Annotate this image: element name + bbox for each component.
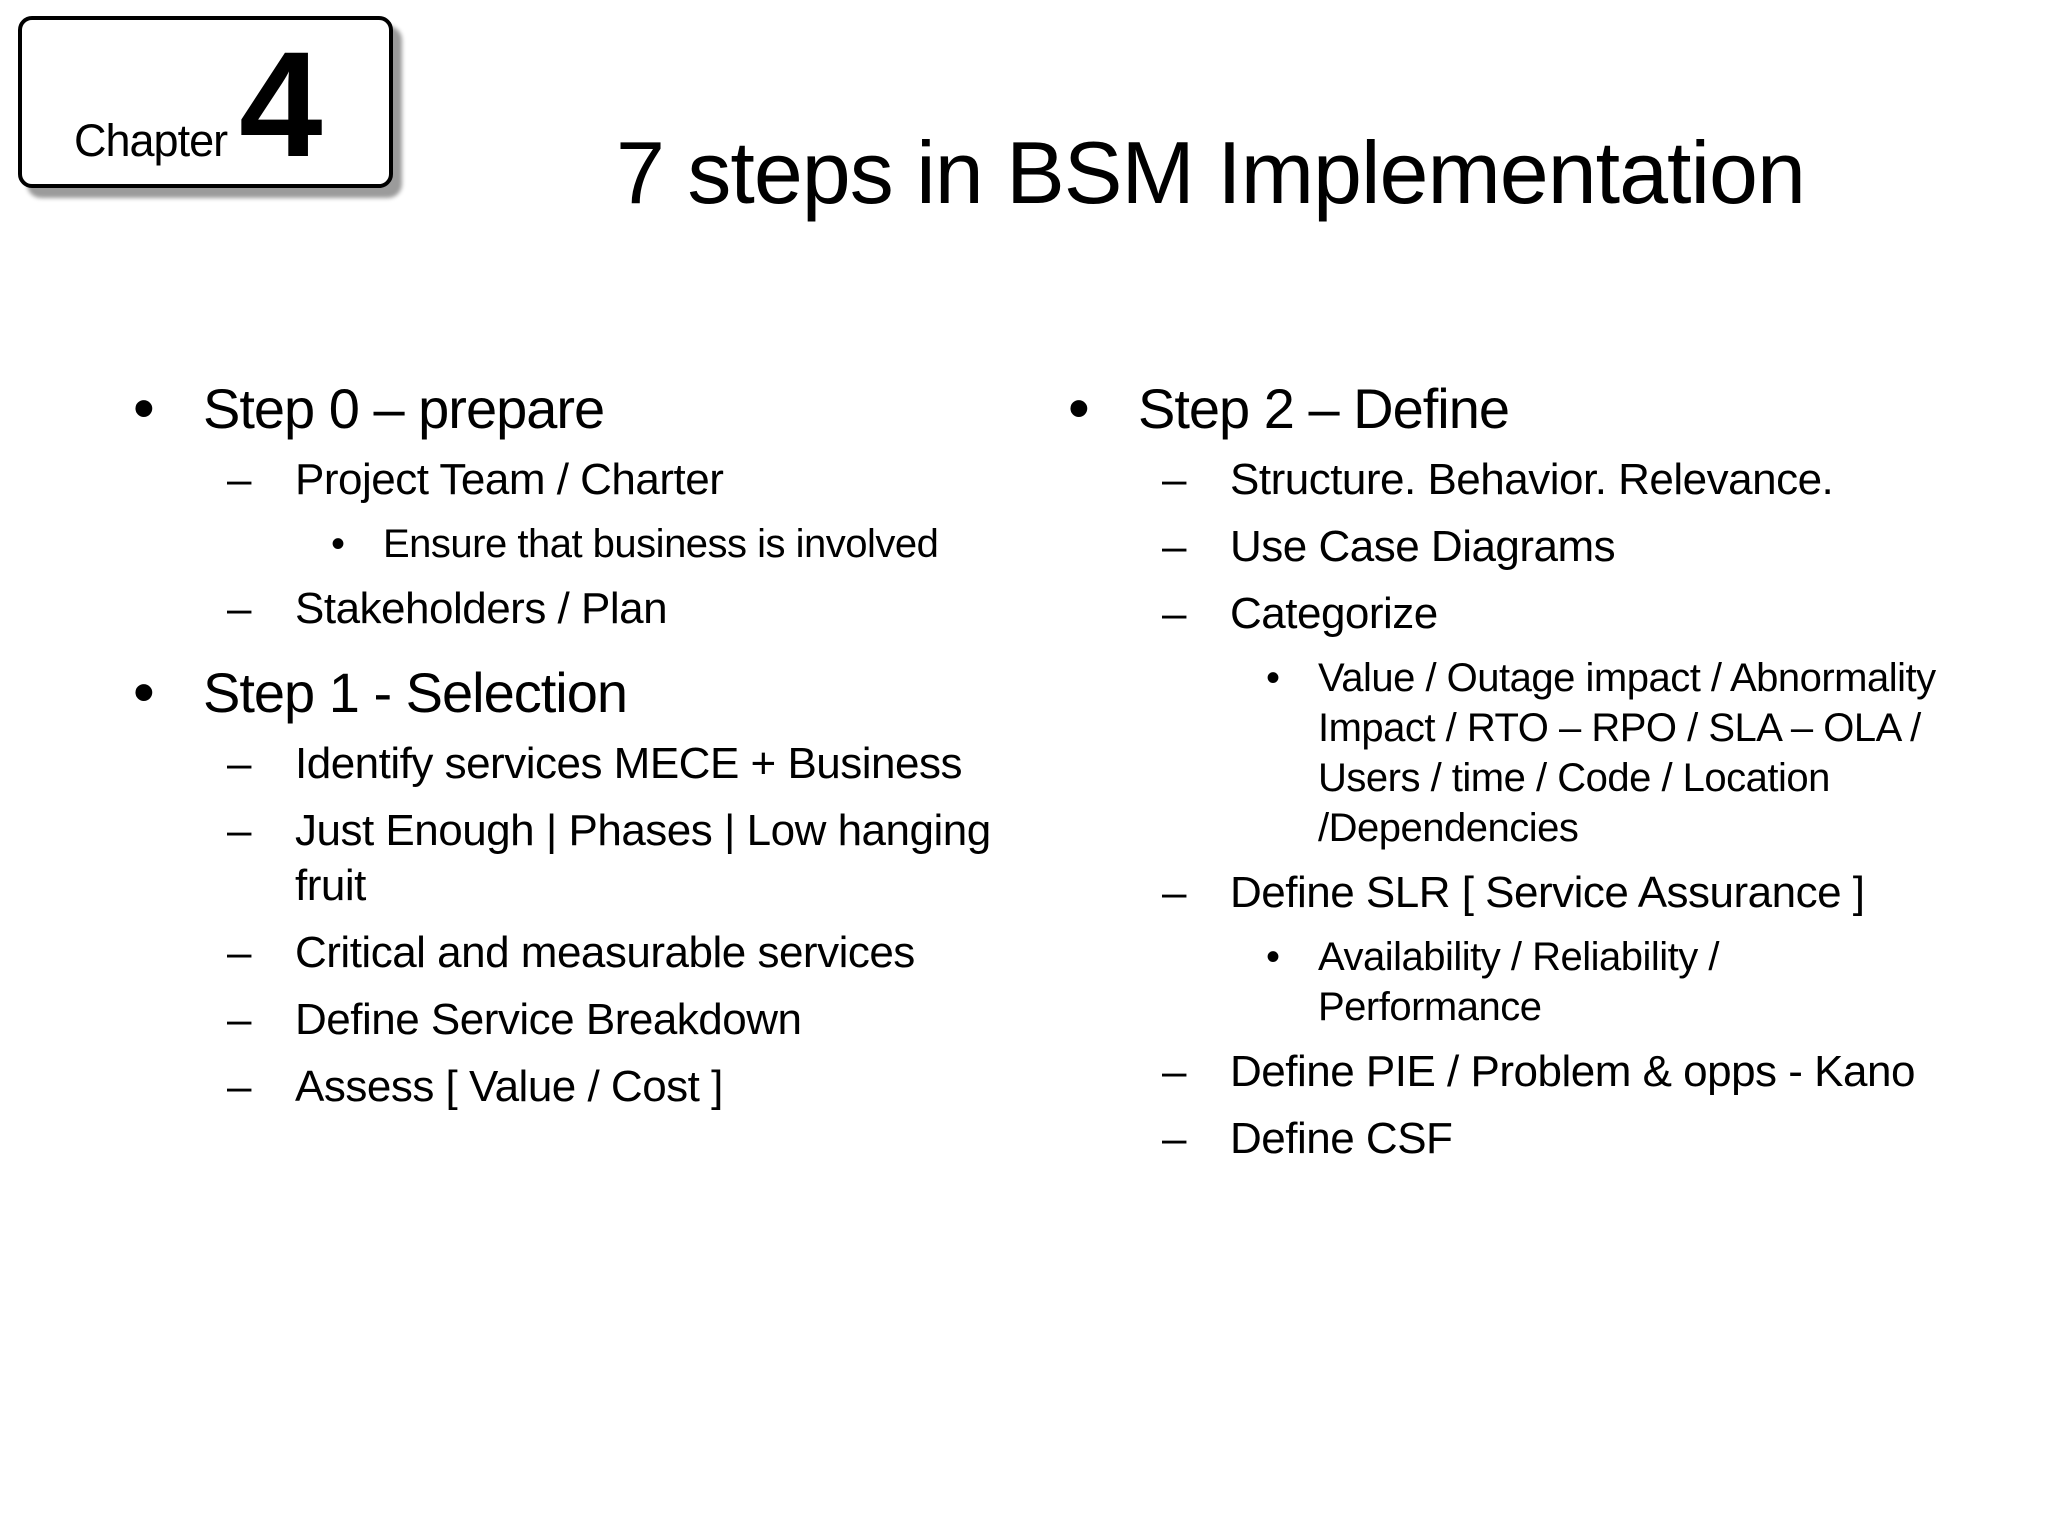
list-item: –Critical and measurable services	[133, 925, 1073, 980]
dash-icon: –	[1162, 1114, 1187, 1163]
list-item: –Assess [ Value / Cost ]	[133, 1059, 1073, 1114]
item-text: Ensure that business is involved	[383, 522, 939, 566]
dash-icon: –	[227, 739, 252, 788]
dash-icon: –	[1162, 1047, 1187, 1096]
bullet-icon: •	[133, 374, 155, 443]
bullet-icon: •	[1266, 656, 1281, 700]
item-text: Step 1 - Selection	[203, 661, 628, 724]
item-text: Critical and measurable services	[295, 928, 915, 977]
list-item: • Availability / Reliability / Performanc…	[1068, 932, 2048, 1032]
list-item: –Categorize	[1068, 586, 2048, 641]
item-text: Structure. Behavior. Relevance.	[1230, 455, 1834, 504]
item-text: Step 2 – Define	[1138, 377, 1510, 440]
item-text: Project Team / Charter	[295, 455, 724, 504]
item-text: Define PIE / Problem & opps - Kano	[1230, 1047, 1915, 1096]
item-text: Define Service Breakdown	[295, 995, 802, 1044]
list-item: –Define Service Breakdown	[133, 992, 1073, 1047]
item-text: Just Enough | Phases | Low hanging fruit	[295, 806, 991, 910]
bullet-icon: •	[1068, 374, 1090, 443]
dash-icon: –	[1162, 522, 1187, 571]
list-item: •Step 2 – Define	[1068, 378, 2048, 440]
dash-icon: –	[227, 928, 252, 977]
dash-icon: –	[1162, 455, 1187, 504]
list-item: –Use Case Diagrams	[1068, 519, 2048, 574]
list-item: –Define PIE / Problem & opps - Kano	[1068, 1044, 2048, 1099]
item-text: Categorize	[1230, 589, 1438, 638]
chapter-badge: Chapter 4	[18, 16, 393, 188]
item-text: Define CSF	[1230, 1114, 1453, 1163]
dash-icon: –	[227, 806, 252, 855]
dash-icon: –	[227, 455, 252, 504]
bullet-list-left: •Step 0 – prepare–Project Team / Charter…	[133, 378, 1073, 1114]
item-text: Stakeholders / Plan	[295, 584, 668, 633]
list-item: –Stakeholders / Plan	[133, 581, 1073, 636]
list-item: –Just Enough | Phases | Low hanging frui…	[133, 803, 1073, 913]
list-item: –Define SLR [ Service Assurance ]	[1068, 865, 2048, 920]
chapter-label: Chapter	[74, 115, 228, 166]
item-text: Identify services MECE + Business	[295, 739, 962, 788]
list-item: –Project Team / Charter	[133, 452, 1073, 507]
bullet-icon: •	[331, 522, 346, 566]
list-item: • Value / Outage impact / Abnormality Imp…	[1068, 653, 2048, 853]
dash-icon: –	[227, 1062, 252, 1111]
list-item: •Step 1 - Selection	[133, 662, 1073, 724]
list-item: –Structure. Behavior. Relevance.	[1068, 452, 2048, 507]
page-title: 7 steps in BSM Implementation	[616, 123, 1806, 222]
list-item: –Define CSF	[1068, 1111, 2048, 1166]
list-item: • Ensure that business is involved	[133, 519, 1073, 569]
item-text: Define SLR [ Service Assurance ]	[1230, 868, 1865, 917]
list-item: –Identify services MECE + Business	[133, 736, 1073, 791]
list-item: •Step 0 – prepare	[133, 378, 1073, 440]
chapter-number: 4	[239, 20, 323, 188]
dash-icon: –	[1162, 589, 1187, 638]
item-text: Assess [ Value / Cost ]	[295, 1062, 723, 1111]
item-text: Value / Outage impact / Abnormality Impa…	[1318, 656, 1936, 850]
bullet-icon: •	[1266, 935, 1281, 979]
item-text: Availability / Reliability / Performance	[1318, 935, 1719, 1029]
item-text: Step 0 – prepare	[203, 377, 605, 440]
dash-icon: –	[227, 995, 252, 1044]
bullet-icon: •	[133, 658, 155, 727]
dash-icon: –	[1162, 868, 1187, 917]
item-text: Use Case Diagrams	[1230, 522, 1616, 571]
bullet-list-right: •Step 2 – Define–Structure. Behavior. Re…	[1068, 378, 2048, 1166]
dash-icon: –	[227, 584, 252, 633]
